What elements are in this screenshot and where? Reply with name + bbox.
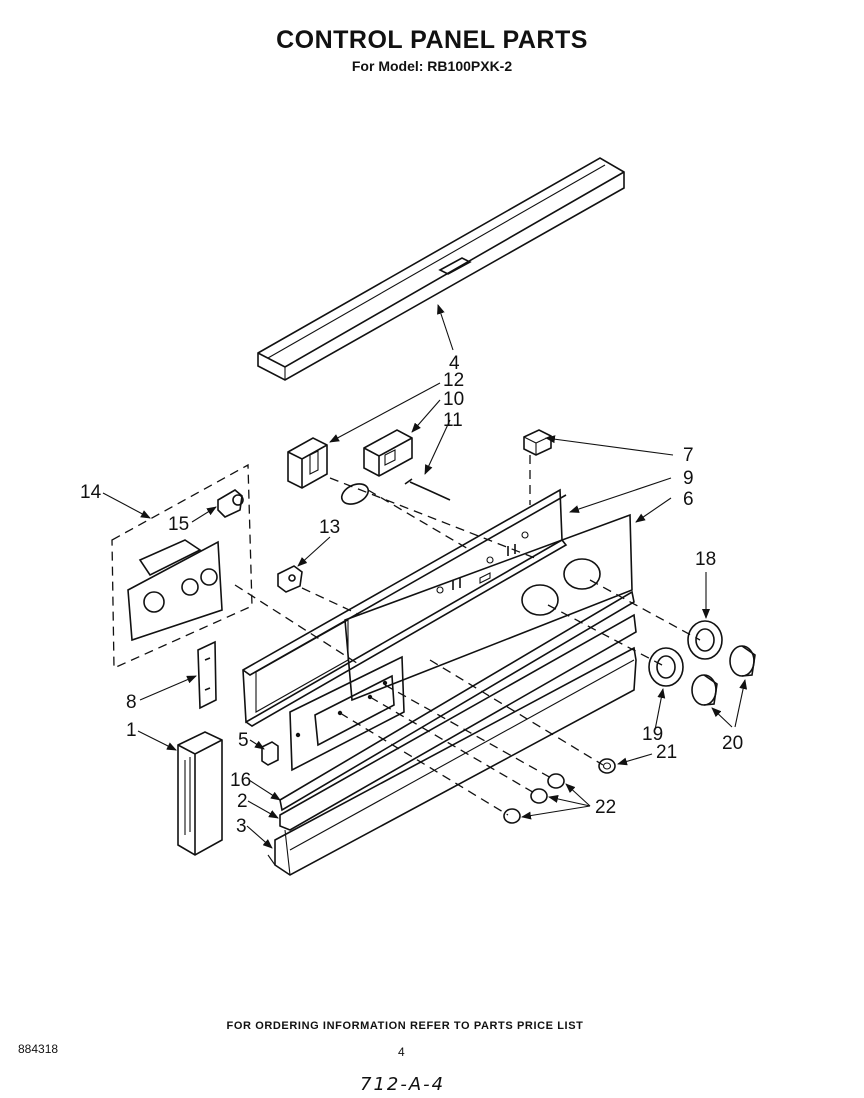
part-4-top-trim bbox=[257, 157, 625, 381]
part-8-bracket bbox=[197, 640, 217, 710]
callout-21: 21 bbox=[656, 742, 677, 763]
callout-9: 9 bbox=[683, 468, 694, 489]
handwritten-note: 712-A-4 bbox=[360, 1074, 446, 1095]
callout-5: 5 bbox=[238, 730, 249, 751]
display-window-frame bbox=[289, 655, 405, 772]
part-13-switch bbox=[277, 565, 303, 593]
callout-18: 18 bbox=[695, 549, 716, 570]
part-7-clip bbox=[523, 429, 552, 456]
part-21-nut bbox=[598, 758, 616, 774]
callout-15: 15 bbox=[168, 514, 189, 535]
part-15-component bbox=[217, 489, 244, 518]
part-10-component bbox=[363, 429, 413, 477]
callout-1: 1 bbox=[126, 720, 137, 741]
callout-7: 7 bbox=[683, 445, 694, 466]
part-18-bezel bbox=[687, 620, 723, 660]
part-14-electronic-control bbox=[111, 463, 253, 669]
callout-22: 22 bbox=[595, 797, 616, 818]
callout-16: 16 bbox=[230, 770, 251, 791]
leader-arrows bbox=[102, 304, 748, 849]
page-number: 4 bbox=[398, 1045, 405, 1059]
callout-12: 12 bbox=[443, 370, 464, 391]
part-12-component bbox=[287, 437, 328, 489]
ring-under-part-12 bbox=[340, 483, 370, 505]
callout-19: 19 bbox=[642, 724, 663, 745]
part-11-wire bbox=[404, 478, 451, 501]
callout-2: 2 bbox=[237, 791, 248, 812]
part-16-2-3-lower-trims bbox=[267, 590, 637, 876]
part-9-control-panel bbox=[242, 488, 568, 727]
page-title: CONTROL PANEL PARTS bbox=[276, 26, 588, 54]
part-5-clip bbox=[261, 741, 279, 766]
callout-20: 20 bbox=[722, 733, 743, 754]
part-20-knobs bbox=[691, 645, 756, 706]
document-number: 884318 bbox=[18, 1042, 59, 1056]
callout-8: 8 bbox=[126, 692, 137, 713]
callout-10: 10 bbox=[443, 389, 464, 410]
part-1-module bbox=[177, 731, 223, 856]
callout-6: 6 bbox=[683, 489, 694, 510]
callout-14: 14 bbox=[80, 482, 102, 503]
callout-11: 11 bbox=[443, 410, 463, 431]
callout-13: 13 bbox=[319, 517, 340, 538]
part-22-nuts bbox=[503, 773, 565, 824]
part-6-back-panel bbox=[344, 513, 633, 702]
callout-4: 4 bbox=[449, 353, 460, 374]
ordering-information-note: FOR ORDERING INFORMATION REFER TO PARTS … bbox=[226, 1020, 584, 1032]
callout-3: 3 bbox=[236, 816, 247, 837]
model-subtitle: For Model: RB100PXK-2 bbox=[351, 58, 513, 74]
part-19-bezel bbox=[648, 647, 684, 687]
assembly-lines bbox=[234, 455, 701, 816]
callout-labels: 1 2 3 4 5 6 7 8 9 10 11 12 13 14 15 16 1… bbox=[80, 353, 743, 837]
